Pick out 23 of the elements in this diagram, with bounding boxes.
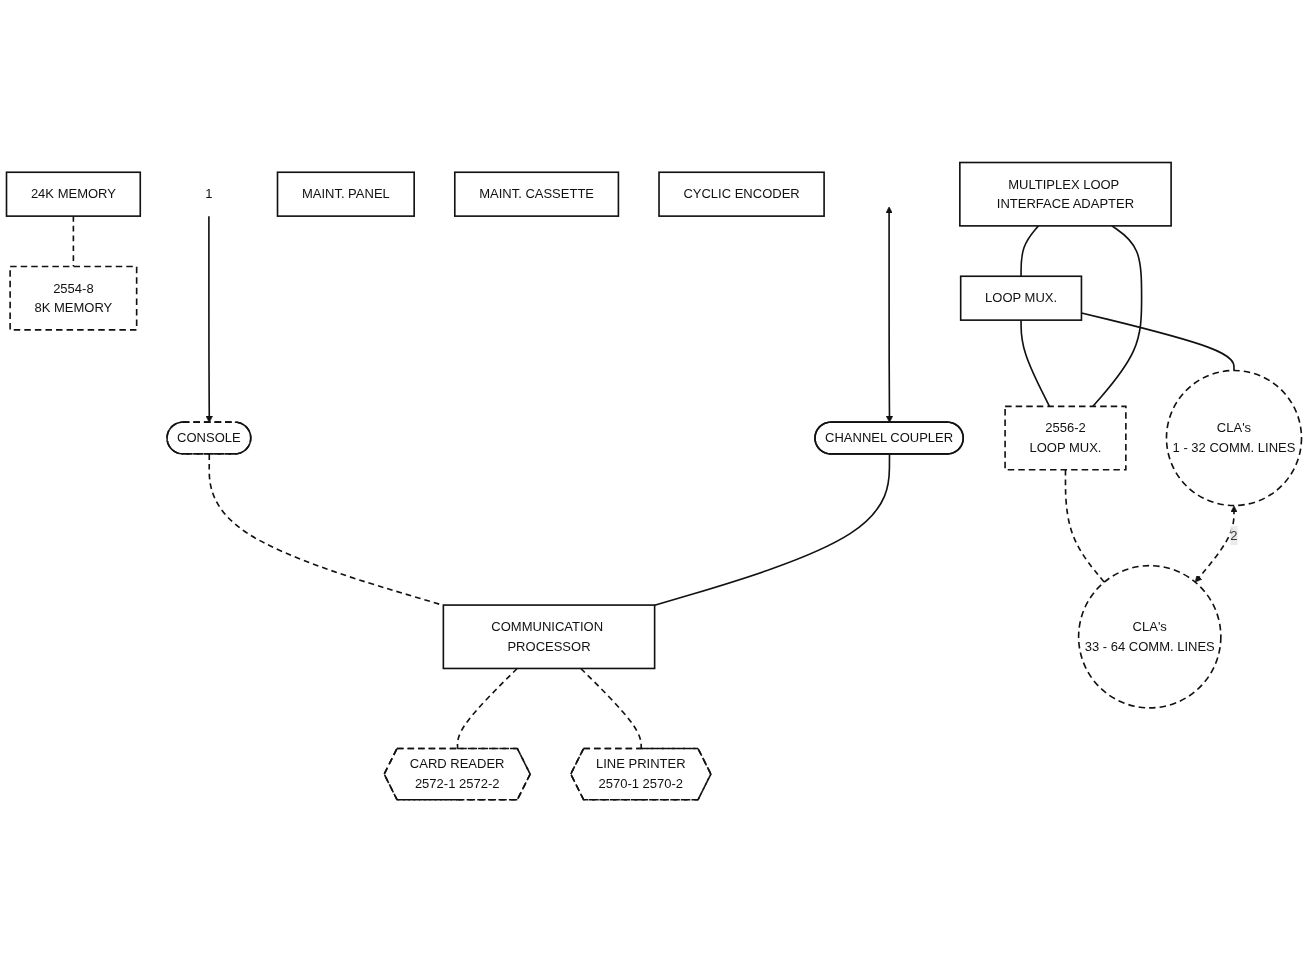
- node-box: MAINT. CASSETTE: [453, 171, 620, 217]
- node-box: COMMUNICATION PROCESSOR: [442, 604, 656, 670]
- arrow: [1194, 505, 1238, 583]
- node-box: MAINT. PANEL: [276, 171, 415, 217]
- edge-label: 2: [1230, 528, 1238, 542]
- connector: [456, 667, 518, 750]
- arrow: [885, 206, 894, 423]
- connector: [1020, 224, 1040, 277]
- connector: [653, 453, 891, 607]
- node-box: MULTIPLEX LOOP INTERFACE ADAPTER: [959, 161, 1172, 227]
- connector: [1020, 319, 1051, 408]
- node-box: 2556-2 LOOP MUX.: [1004, 405, 1127, 471]
- node-circle: CLA's 1 - 32 COMM. LINES: [1165, 369, 1303, 507]
- node-circle: CLA's 33 - 64 COMM. LINES: [1077, 564, 1222, 709]
- connector: [580, 667, 643, 750]
- connector: [1092, 224, 1143, 408]
- node-box: 24K MEMORY: [5, 171, 142, 217]
- node-box: LOOP MUX.: [959, 275, 1083, 321]
- arrow: [205, 215, 213, 423]
- node-box: 2554-8 8K MEMORY: [9, 265, 138, 331]
- node-text: 1: [205, 186, 213, 201]
- node-box: CYCLIC ENCODER: [658, 171, 825, 217]
- connector: [1064, 468, 1106, 583]
